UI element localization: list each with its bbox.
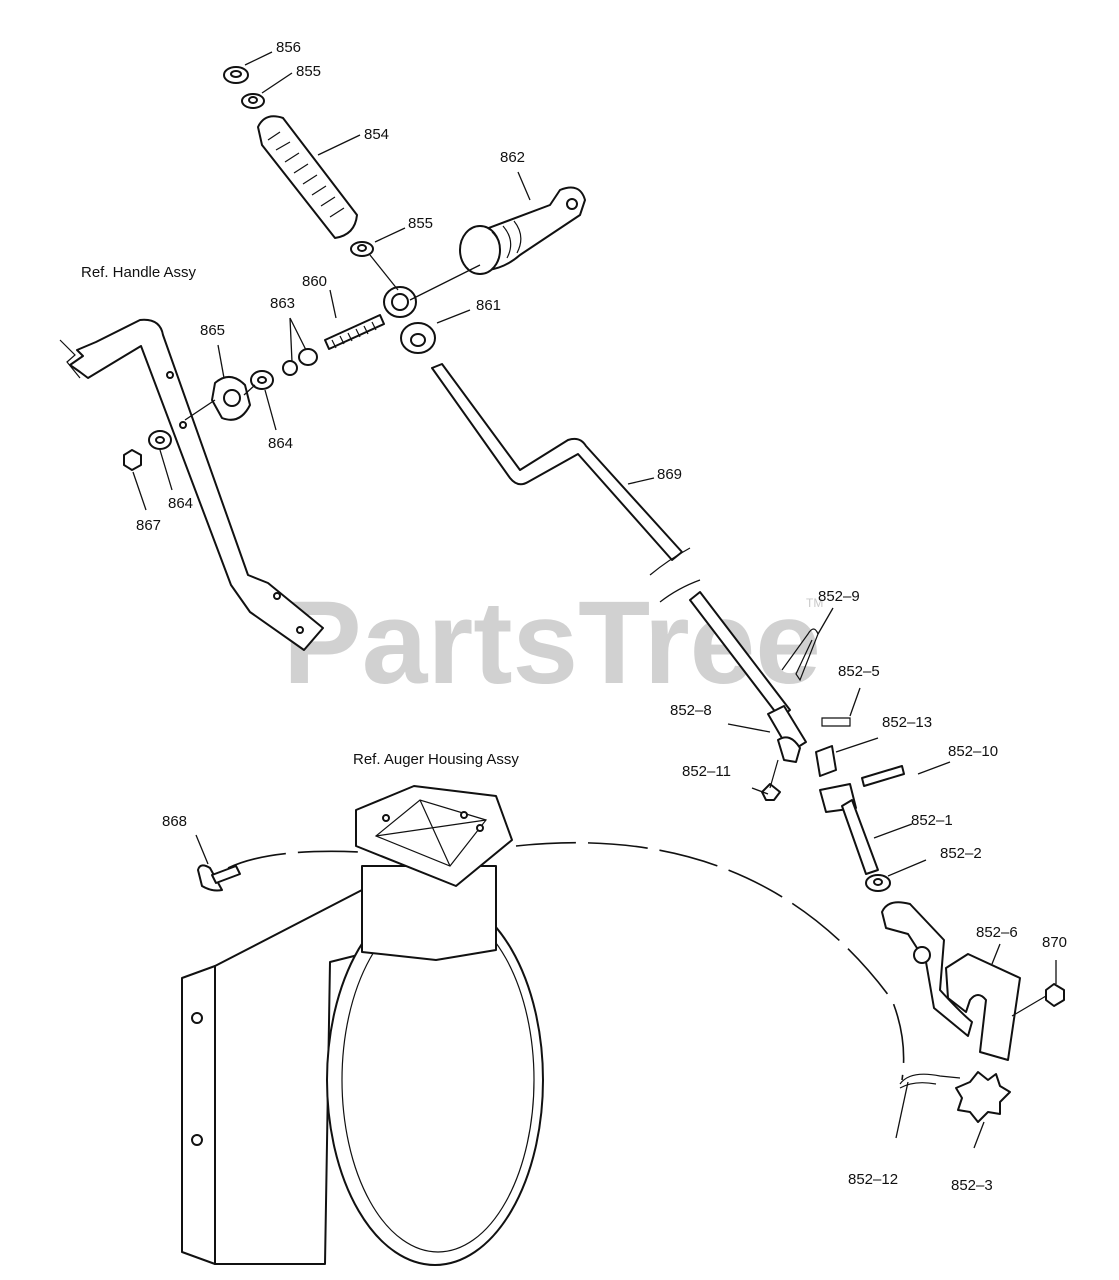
label-861: 861 (476, 297, 501, 314)
label-864-left: 864 (168, 495, 193, 512)
ref-auger-housing-assy: Ref. Auger Housing Assy (353, 751, 519, 768)
nut-863-b (298, 348, 318, 366)
label-852-6: 852–6 (976, 924, 1018, 941)
ref-handle-assy: Ref. Handle Assy (81, 264, 197, 281)
lever-boot-862 (459, 186, 586, 275)
label-852-8: 852–8 (670, 702, 712, 719)
watermark-trademark: TM (806, 596, 823, 610)
grip-854 (257, 115, 358, 239)
label-852-10: 852–10 (948, 743, 998, 760)
label-860: 860 (302, 273, 327, 290)
eye-bolt-860 (324, 286, 417, 350)
label-865: 865 (200, 322, 225, 339)
label-870: 870 (1042, 934, 1067, 951)
control-rod-869 (431, 363, 791, 719)
label-852-2: 852–2 (940, 845, 982, 862)
label-856: 856 (276, 39, 301, 56)
label-863: 863 (270, 295, 295, 312)
label-854: 854 (364, 126, 389, 143)
label-852-5: 852–5 (838, 663, 880, 680)
label-852-13: 852–13 (882, 714, 932, 731)
carriage-bolt-868 (197, 864, 241, 892)
label-855-lower: 855 (408, 215, 433, 232)
auger-housing (181, 785, 905, 1266)
grommet-861 (400, 322, 436, 354)
nut-867 (123, 449, 142, 471)
label-852-3: 852–3 (951, 1177, 993, 1194)
handle-assembly (59, 318, 324, 651)
label-869: 869 (657, 466, 682, 483)
label-852-12: 852–12 (848, 1171, 898, 1188)
watermark-text: PartsTree (283, 577, 821, 709)
nut-863-a (282, 360, 298, 376)
label-868: 868 (162, 813, 187, 830)
assembly-852 (761, 628, 1065, 1123)
label-864-right: 864 (268, 435, 293, 452)
part-865 (211, 376, 251, 421)
label-855-top: 855 (296, 63, 321, 80)
label-852-1: 852–1 (911, 812, 953, 829)
label-867: 867 (136, 517, 161, 534)
label-862: 862 (500, 149, 525, 166)
label-852-9: 852–9 (818, 588, 860, 605)
label-852-11: 852–11 (682, 763, 731, 780)
